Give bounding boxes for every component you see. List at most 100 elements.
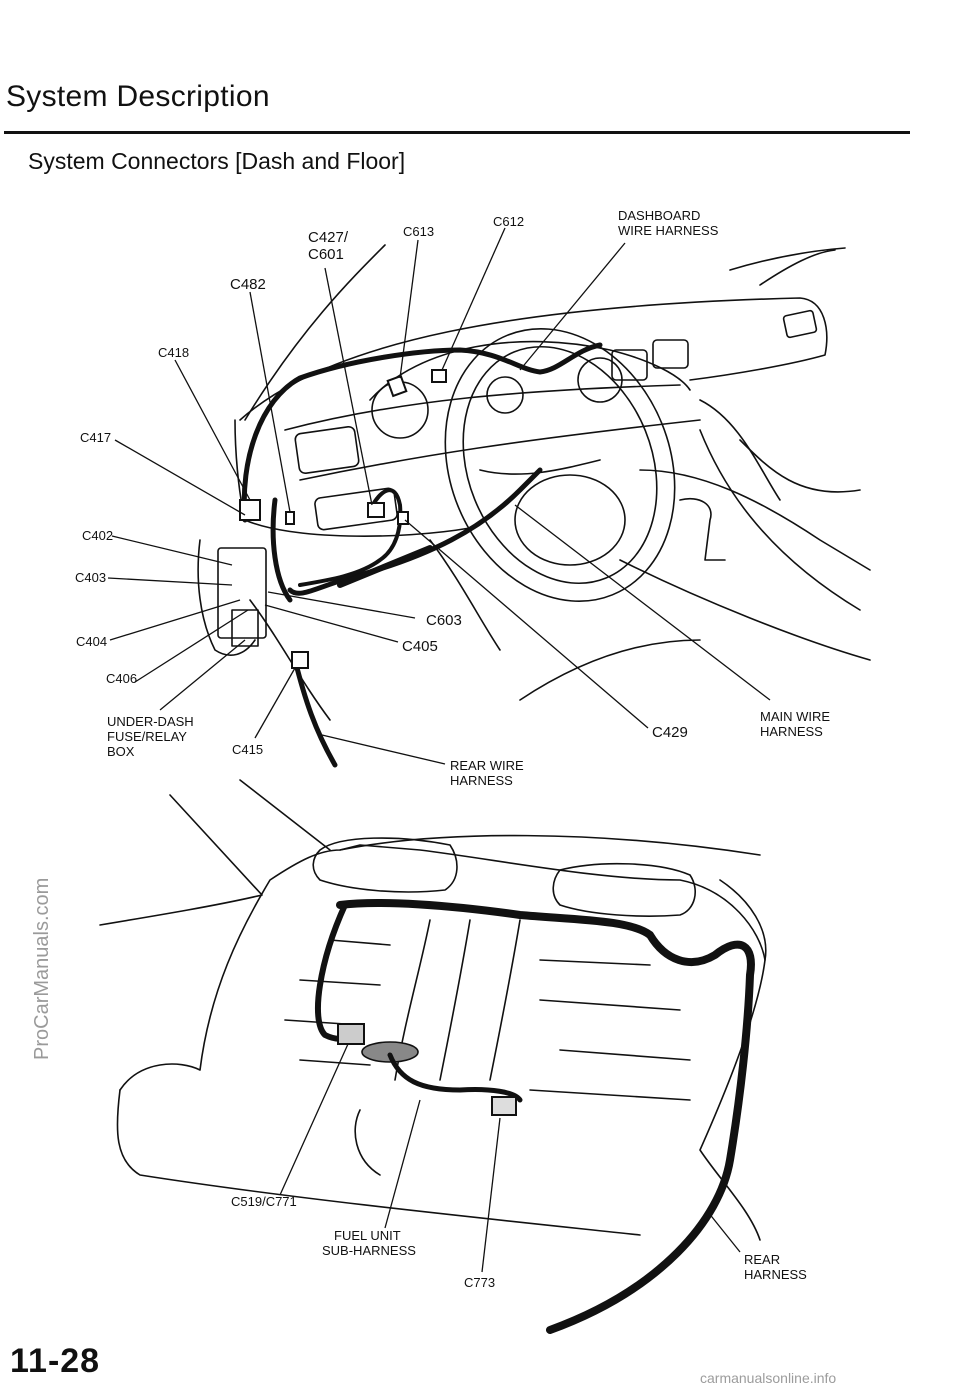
rear-seat-down xyxy=(314,902,353,1042)
seat-side-line xyxy=(99,794,263,926)
label-rear-harness-line2: HARNESS xyxy=(744,1267,807,1282)
connector-c415 xyxy=(291,651,309,669)
seat-seam-6 xyxy=(529,1089,691,1101)
fuel-sub-harness xyxy=(387,1052,523,1103)
roof-line xyxy=(759,249,836,286)
vent-right xyxy=(782,309,818,339)
leader-c402 xyxy=(111,535,233,566)
connector-c613 xyxy=(386,374,408,398)
label-c427-c601: C427/ C601 xyxy=(308,229,348,263)
section-subtitle: System Connectors [Dash and Floor] xyxy=(28,148,406,174)
label-underdash-box: UNDER-DASH FUSE/RELAY BOX xyxy=(107,714,194,759)
console-lower xyxy=(619,559,871,661)
label-c601-line: C601 xyxy=(308,246,344,263)
dash-face xyxy=(284,384,681,431)
leader-dashboard xyxy=(519,242,626,371)
door-right xyxy=(739,439,861,493)
dashboard-lower xyxy=(234,419,471,537)
leader-c404 xyxy=(109,599,241,641)
label-main-wire-line1: MAIN WIRE xyxy=(760,709,831,724)
connector-c417 xyxy=(239,499,261,521)
label-dashboard-line1: DASHBOARD xyxy=(618,208,701,223)
leader-c405 xyxy=(264,604,399,643)
label-underdash-line3: BOX xyxy=(107,744,135,759)
seat-seam-8 xyxy=(299,1059,371,1066)
footer-site: carmanualsonline.info xyxy=(700,1370,837,1386)
seat-div-2 xyxy=(439,919,471,1081)
dashboard-harness xyxy=(241,342,603,523)
label-rear-harness: REAR HARNESS xyxy=(744,1252,807,1282)
center-console xyxy=(639,469,871,571)
connector-c482 xyxy=(285,511,295,525)
label-c612: C612 xyxy=(493,214,525,229)
seat-cushion xyxy=(116,1089,641,1236)
seat-seam-2 xyxy=(299,979,381,986)
dashboard-top xyxy=(239,297,828,421)
label-c415: C415 xyxy=(232,742,264,757)
label-c402: C402 xyxy=(82,528,114,543)
label-c519-c771: C519/C771 xyxy=(231,1194,297,1209)
leader-rear-harness xyxy=(707,1211,741,1253)
leader-c406 xyxy=(134,609,249,683)
floor-diag xyxy=(239,779,331,851)
label-c603: C603 xyxy=(426,612,462,629)
connector-c773 xyxy=(491,1096,517,1116)
floor-line xyxy=(519,639,701,701)
seat-seam-3 xyxy=(539,959,651,966)
rear-seat-harness xyxy=(336,899,755,1334)
label-c417: C417 xyxy=(80,430,112,445)
windshield-line xyxy=(244,244,386,421)
title-rule xyxy=(4,131,910,134)
leader-c417 xyxy=(114,439,246,516)
label-underdash-line2: FUSE/RELAY xyxy=(107,729,187,744)
label-c418: C418 xyxy=(158,345,190,360)
leader-c612 xyxy=(441,227,506,371)
label-c403: C403 xyxy=(75,570,107,585)
switch-1 xyxy=(652,339,689,369)
fuel-unit xyxy=(361,1041,419,1063)
leader-c603 xyxy=(267,591,416,619)
seat-cushion-front xyxy=(354,1109,381,1176)
label-c427-line: C427/ xyxy=(308,229,349,246)
leader-c613 xyxy=(399,239,419,379)
seat-back-outline xyxy=(119,844,766,1241)
label-c404: C404 xyxy=(76,634,108,649)
label-rear-wire-harness: REAR WIRE HARNESS xyxy=(450,758,524,788)
label-main-wire-line2: HARNESS xyxy=(760,724,823,739)
leader-c519 xyxy=(279,1043,349,1196)
fuse-box-lower xyxy=(231,609,259,647)
leader-underdash xyxy=(159,639,246,711)
label-dashboard-line2: WIRE HARNESS xyxy=(618,223,719,238)
label-c406: C406 xyxy=(106,671,138,686)
connector-c612 xyxy=(431,369,447,383)
leader-c482 xyxy=(249,291,291,513)
left-harness xyxy=(270,497,293,603)
steering-wheel-inner xyxy=(462,345,658,585)
label-fuel-unit-line2: SUB-HARNESS xyxy=(322,1243,416,1258)
floor-center xyxy=(429,539,501,651)
watermark: ProCarManuals.com xyxy=(31,877,53,1060)
vent-left xyxy=(294,425,360,475)
seat-seam-4 xyxy=(539,999,681,1011)
leader-c415 xyxy=(254,667,296,739)
vent-center xyxy=(314,487,398,531)
seat-seam-1 xyxy=(329,939,391,946)
leader-rear-wire xyxy=(321,734,446,765)
console-right xyxy=(699,429,861,611)
leader-fuel-unit xyxy=(384,1099,421,1229)
leader-c403 xyxy=(107,577,233,586)
switch-2 xyxy=(611,349,648,381)
label-rear-wire-line2: HARNESS xyxy=(450,773,513,788)
connector-c427 xyxy=(367,502,385,518)
a-pillar-right xyxy=(729,247,846,271)
main-harness xyxy=(287,467,543,596)
floor-left xyxy=(249,599,331,721)
label-fuel-unit-line1: FUEL UNIT xyxy=(334,1228,401,1243)
headrest-right xyxy=(552,862,696,917)
c427-harness xyxy=(298,488,403,587)
shifter xyxy=(679,498,726,561)
floor-harness-rail xyxy=(337,545,433,588)
label-dashboard-harness: DASHBOARD WIRE HARNESS xyxy=(618,208,718,238)
label-c429: C429 xyxy=(652,724,688,741)
leader-c773 xyxy=(481,1117,501,1273)
